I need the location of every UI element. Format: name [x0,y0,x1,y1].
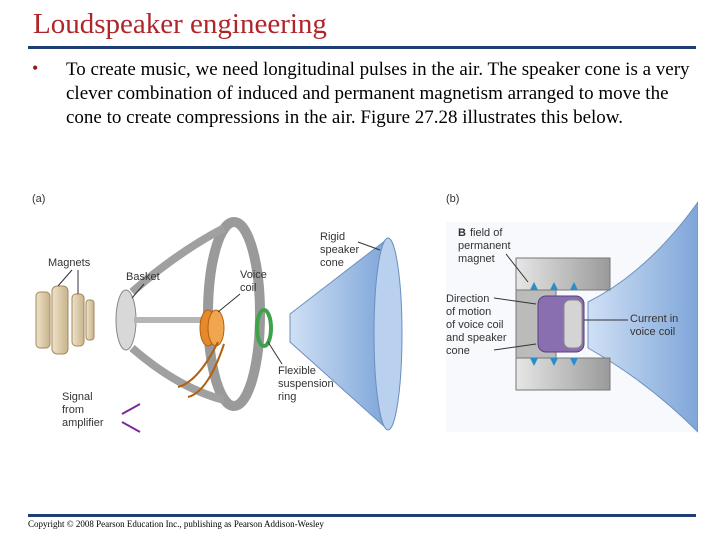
cross-section-cone [587,201,698,433]
signal-label-1: Signal [62,391,93,403]
magnet-bottom [515,357,611,391]
b-field-label-2: permanent [458,240,511,252]
direction-label-1: Direction [446,293,489,305]
flexible-ring-label-2: suspension [278,378,334,390]
voice-coil-label-2: coil [240,282,257,294]
signal-label-2: from [62,404,84,416]
b-field-symbol: B [458,227,466,239]
panel-a-label: (a) [32,193,45,205]
bullet-text: To create music, we need longitudinal pu… [66,59,690,128]
voice-coil-drawing [199,309,225,347]
rigid-cone-label-2: speaker [320,244,359,256]
copyright-text: Copyright © 2008 Pearson Education Inc.,… [28,519,324,529]
title-divider [28,46,696,49]
flexible-ring-label-3: ring [278,391,296,403]
magnets-drawing [35,285,95,355]
direction-label-3: of voice coil [446,319,503,331]
panel-b-label: (b) [446,193,459,205]
direction-label-5: cone [446,345,470,357]
signal-label-3: amplifier [62,417,104,429]
voice-coil-label-1: Voice [240,269,267,281]
direction-label-2: of motion [446,306,491,318]
rigid-cone-label-3: cone [320,257,344,269]
magnet-top [515,257,611,291]
voice-coil-cross-section [537,295,585,353]
current-label-2: voice coil [630,326,675,338]
suspension-ring-drawing [255,308,273,348]
slide-title: Loudspeaker engineering [33,8,327,40]
basket-label: Basket [126,271,160,283]
direction-label-4: and speaker [446,332,507,344]
b-field-label-1: field of [470,227,503,239]
flexible-ring-label-1: Flexible [278,365,316,377]
basket-drawing [115,217,265,411]
magnets-label: Magnets [48,257,91,269]
bullet-marker: • [32,58,39,78]
b-field-label-3: magnet [458,253,495,265]
loudspeaker-figure: (a) Magnets Basket Voice coil Rigid spea… [32,193,698,433]
current-label-1: Current in [630,313,678,325]
rigid-cone-label-1: Rigid [320,231,345,243]
footer-divider [28,514,696,517]
